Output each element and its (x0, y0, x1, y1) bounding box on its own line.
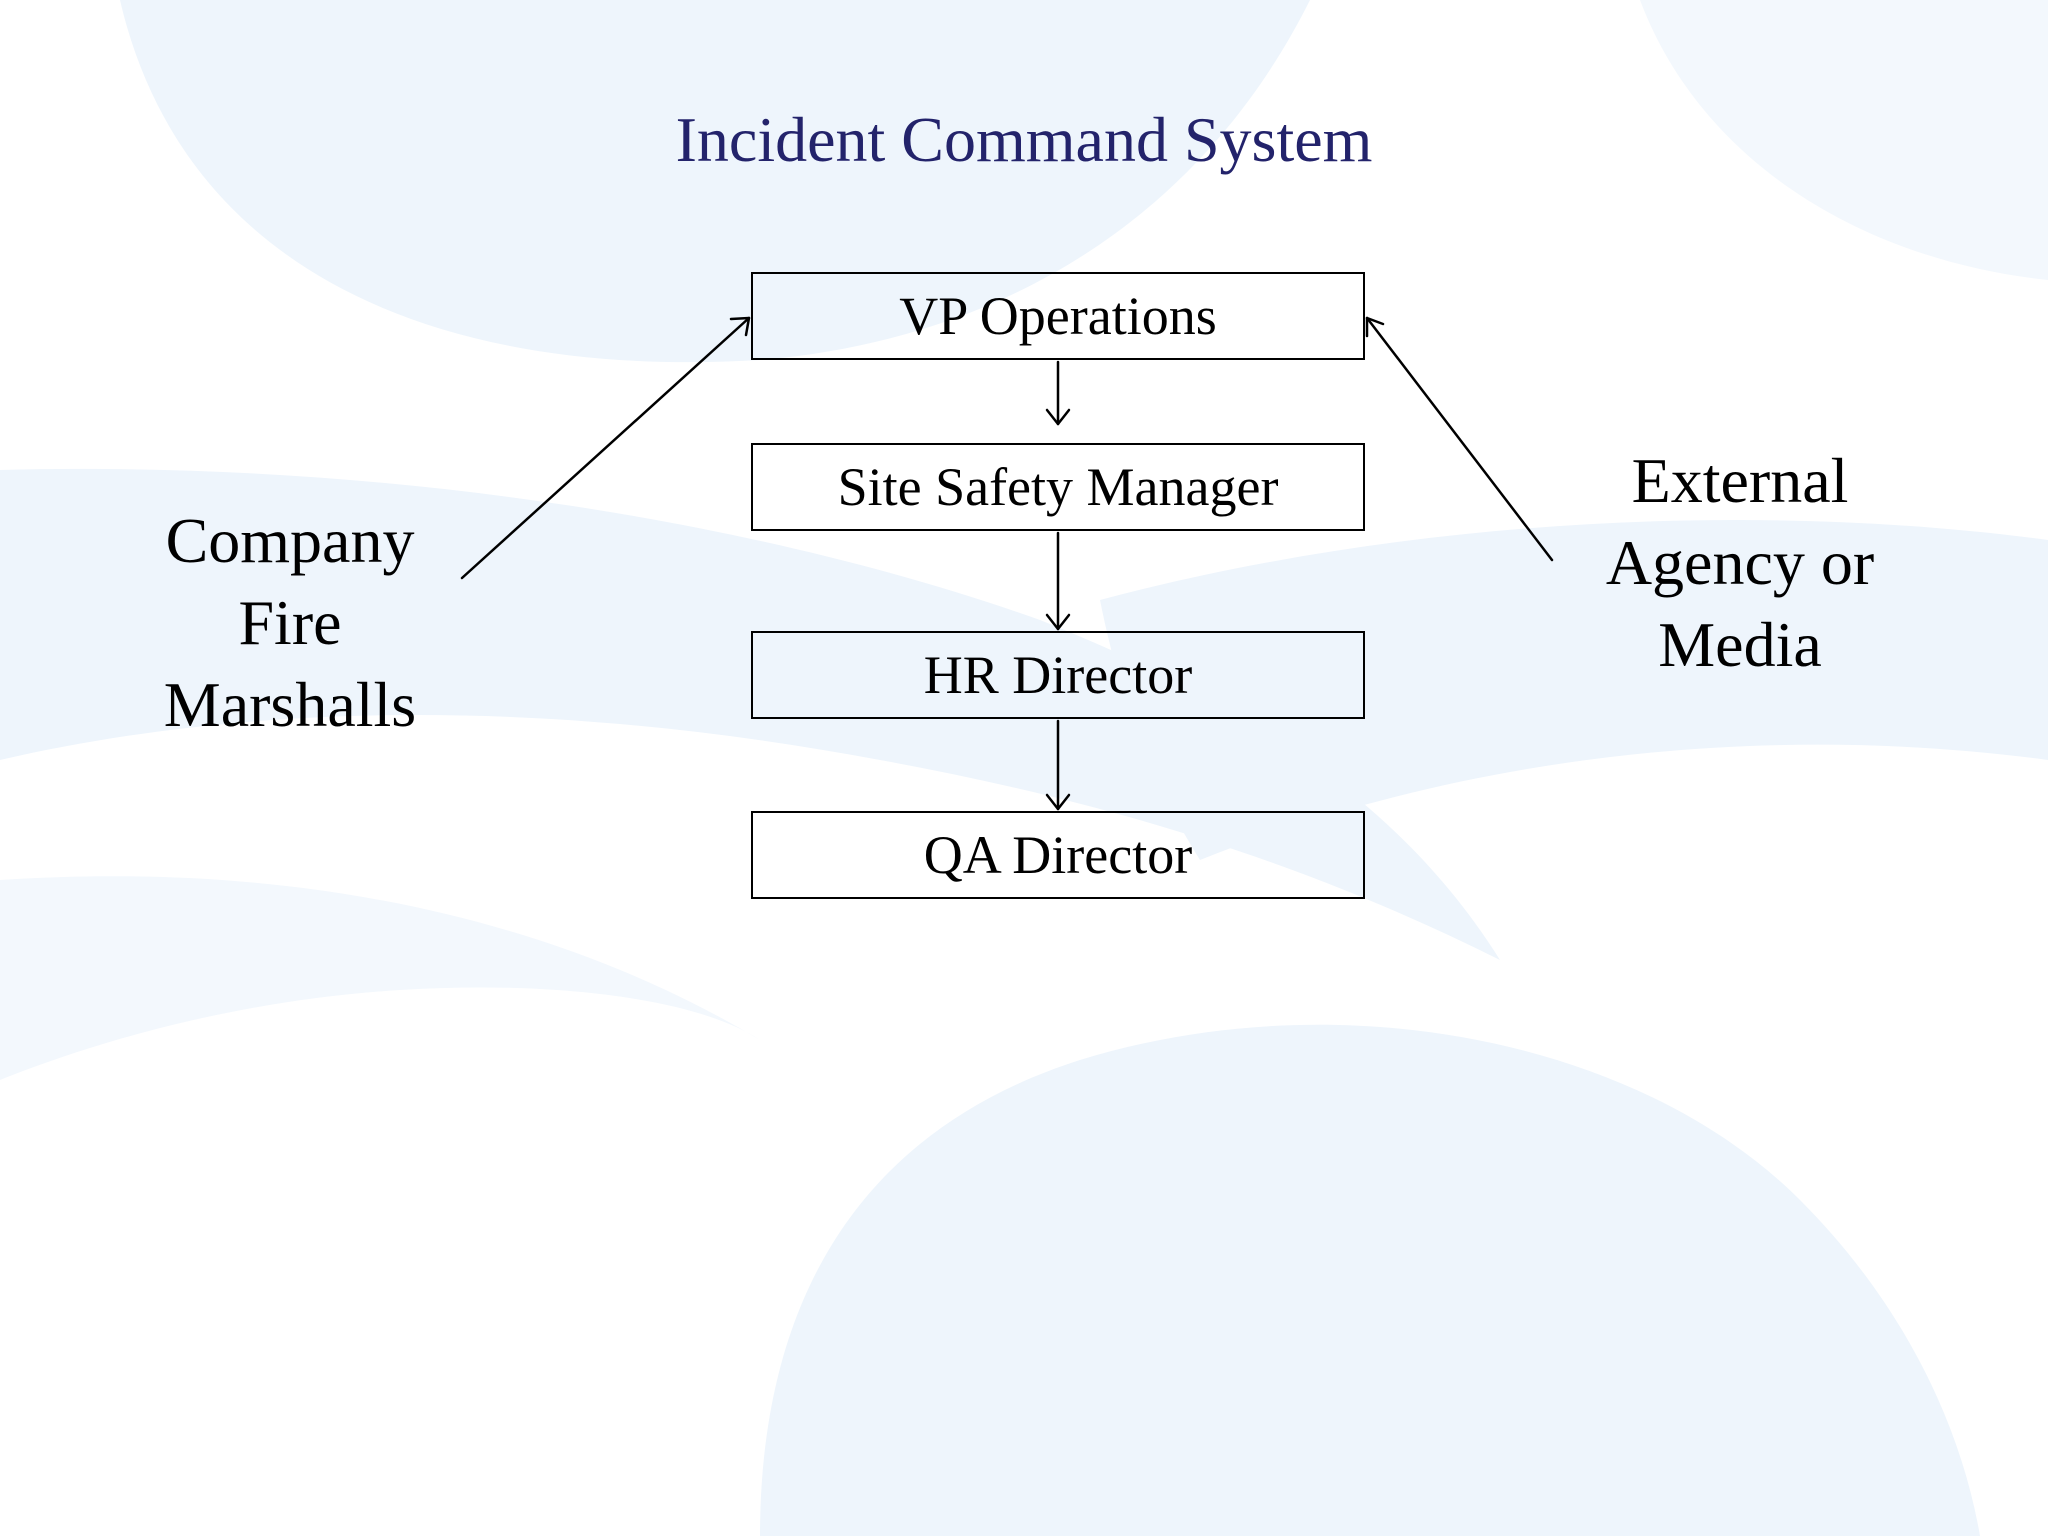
swirl-band-top (120, 0, 1310, 363)
qa-director-box: QA Director (751, 811, 1365, 899)
qa-director-label: QA Director (923, 825, 1193, 885)
vp-operations-label: VP Operations (899, 286, 1217, 346)
page-title: Incident Command System (675, 104, 1373, 175)
swirl-band-upper-right (1640, 0, 2048, 280)
right-label-line-3: Media (1658, 609, 1822, 680)
left-label-line-1: Company (165, 505, 415, 576)
external-agency-label: External Agency or Media (1560, 440, 1920, 686)
left-label-line-2: Fire (238, 587, 342, 658)
hr-director-box: HR Director (751, 631, 1365, 719)
right-label-line-1: External (1631, 445, 1849, 516)
hr-director-label: HR Director (923, 645, 1193, 705)
swirl-band-bottom (760, 1024, 1980, 1536)
site-safety-manager-box: Site Safety Manager (751, 443, 1365, 531)
left-label-line-3: Marshalls (163, 669, 417, 740)
vp-operations-box: VP Operations (751, 272, 1365, 360)
site-safety-manager-label: Site Safety Manager (837, 457, 1279, 517)
company-fire-marshalls-label: Company Fire Marshalls (120, 500, 460, 746)
right-label-line-2: Agency or (1605, 527, 1875, 598)
swirl-band-right (1100, 520, 2048, 860)
swirl-band-left (0, 468, 1500, 960)
swirl-band-lower-left (0, 876, 760, 1080)
